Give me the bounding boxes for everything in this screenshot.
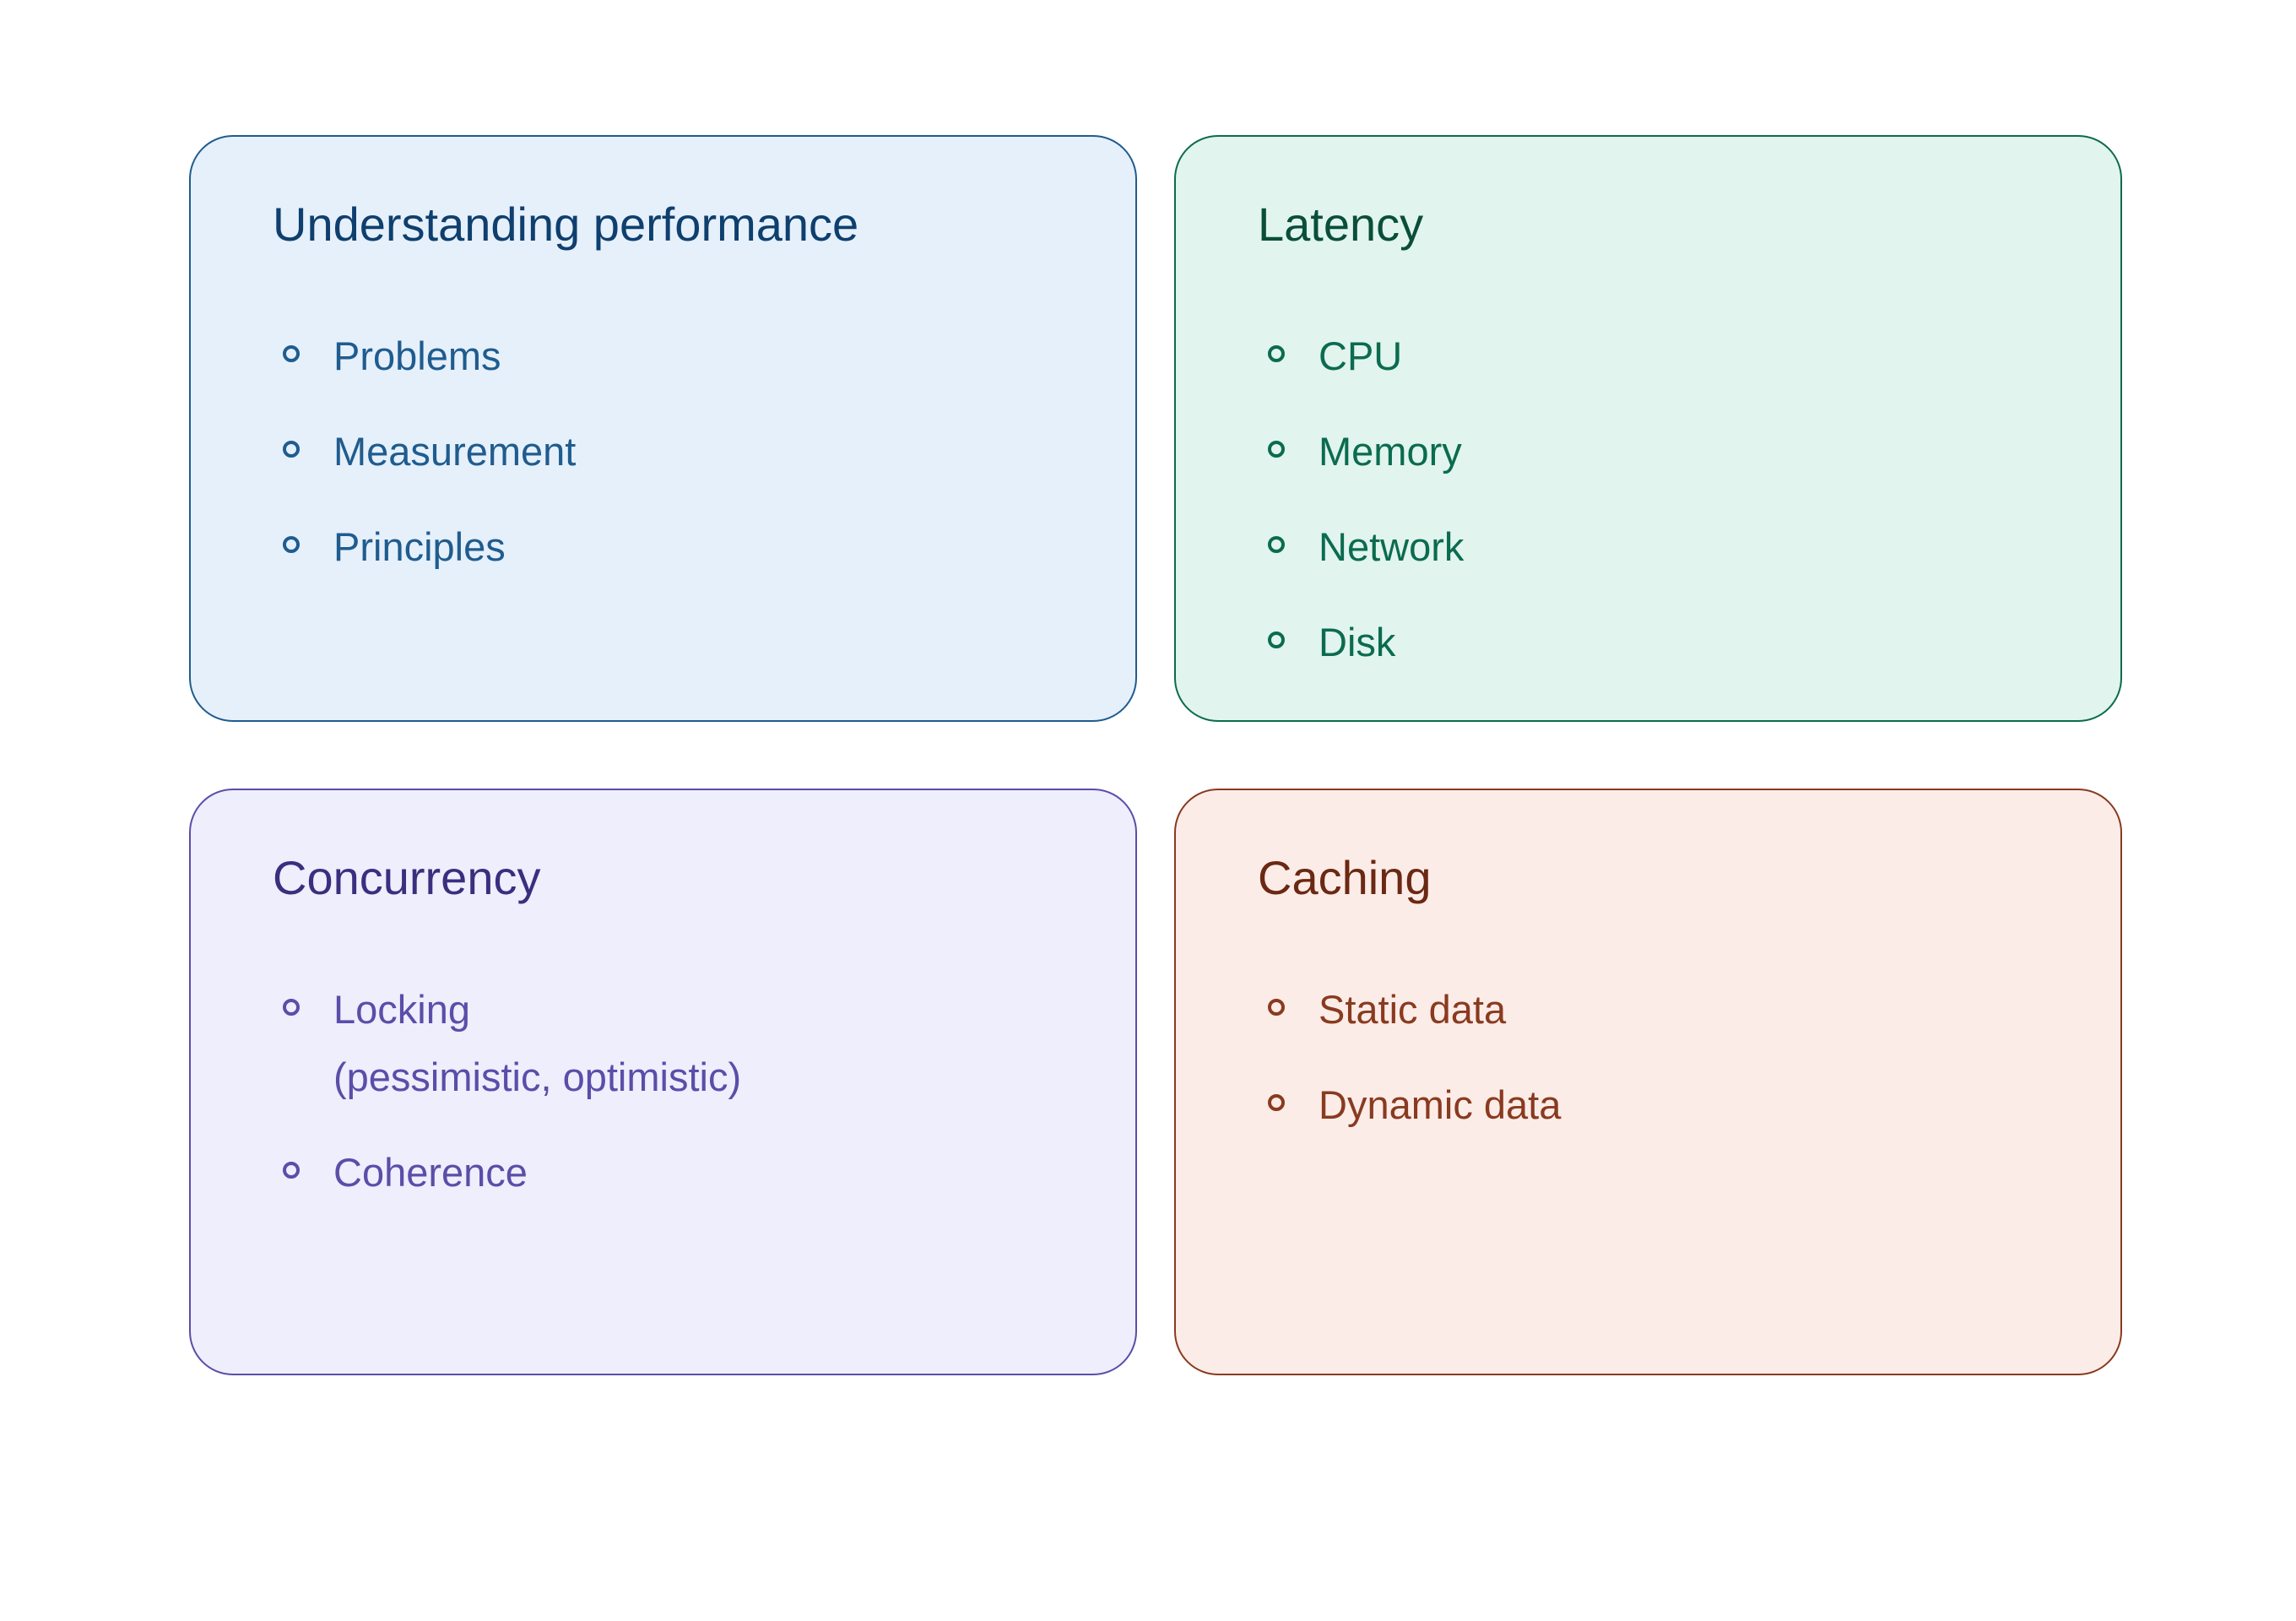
circle-bullet-icon	[1268, 632, 1285, 648]
circle-bullet-icon	[1268, 345, 1285, 362]
circle-bullet-icon	[1268, 441, 1285, 458]
item-label: Problems	[333, 333, 501, 378]
circle-bullet-icon	[1268, 999, 1285, 1016]
card-understanding-performance: Understanding performance Problems Measu…	[189, 135, 1137, 722]
list-item: Coherence	[273, 1139, 1102, 1206]
card-title: Caching	[1258, 851, 1432, 904]
list-item: Problems	[273, 323, 1102, 390]
circle-bullet-icon	[283, 441, 300, 458]
circle-bullet-icon	[1268, 536, 1285, 553]
circle-bullet-icon	[283, 536, 300, 553]
card-caching: Caching Static data Dynamic data	[1174, 789, 2122, 1375]
item-label: Memory	[1319, 429, 1462, 474]
item-sublabel: (pessimistic, optimistic)	[333, 1054, 742, 1099]
list-item: Network	[1258, 513, 2087, 581]
item-label: Dynamic data	[1319, 1082, 1562, 1127]
circle-bullet-icon	[1268, 1094, 1285, 1111]
card-title: Understanding performance	[273, 198, 859, 251]
card-title: Concurrency	[273, 851, 541, 904]
list-item: Static data	[1258, 976, 2087, 1044]
circle-bullet-icon	[283, 345, 300, 362]
item-list: Locking (pessimistic, optimistic) Cohere…	[273, 976, 1102, 1206]
list-item: Locking (pessimistic, optimistic)	[273, 976, 1102, 1111]
item-label: CPU	[1319, 333, 1403, 378]
card-concurrency: Concurrency Locking (pessimistic, optimi…	[189, 789, 1137, 1375]
item-label: Measurement	[333, 429, 577, 474]
item-label: Coherence	[333, 1150, 528, 1195]
list-item: Measurement	[273, 418, 1102, 485]
item-list: Static data Dynamic data	[1258, 976, 2087, 1139]
item-label: Locking	[333, 987, 470, 1032]
item-label: Disk	[1319, 620, 1396, 664]
list-item: Memory	[1258, 418, 2087, 485]
item-list: CPU Memory Network Disk	[1258, 323, 2087, 676]
item-label: Network	[1319, 524, 1465, 569]
item-label: Static data	[1319, 987, 1507, 1032]
list-item: CPU	[1258, 323, 2087, 390]
list-item: Dynamic data	[1258, 1071, 2087, 1139]
card-title: Latency	[1258, 198, 1424, 251]
circle-bullet-icon	[283, 1162, 300, 1179]
list-item: Disk	[1258, 609, 2087, 676]
circle-bullet-icon	[283, 999, 300, 1016]
list-item: Principles	[273, 513, 1102, 581]
item-list: Problems Measurement Principles	[273, 323, 1102, 581]
item-label: Principles	[333, 524, 506, 569]
card-latency: Latency CPU Memory Network Disk	[1174, 135, 2122, 722]
